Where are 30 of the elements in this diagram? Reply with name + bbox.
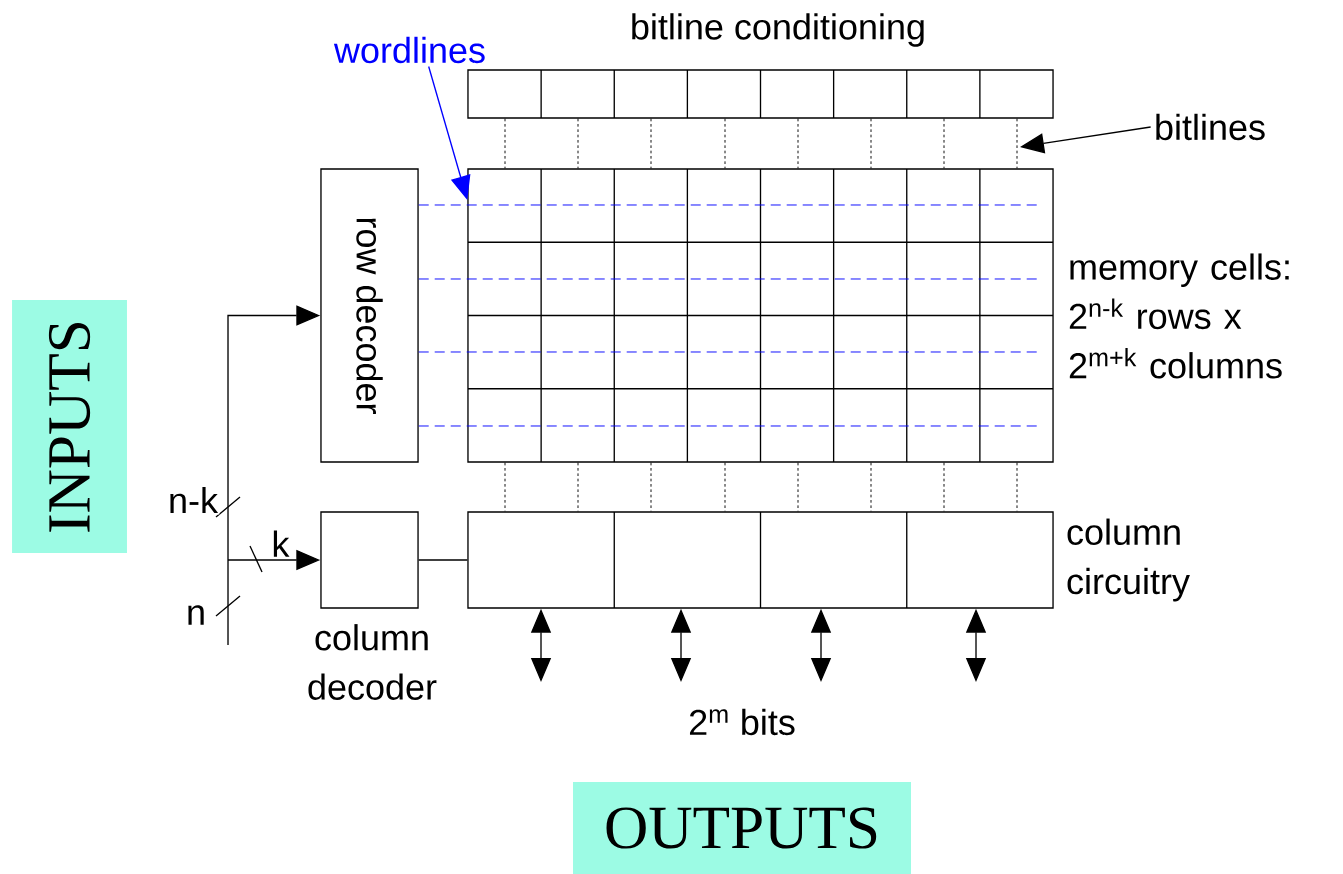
box-label: column circuitry	[1067, 518, 1190, 602]
dashed-line	[724, 118, 726, 169]
callout-text: wordlines	[333, 36, 485, 64]
dashed-line	[870, 118, 872, 169]
callout-text: bitlines	[1156, 113, 1265, 141]
bits-label: 2$^{m}$ bits	[689, 708, 795, 736]
dashed-line	[797, 118, 799, 169]
dashed-line	[504, 462, 506, 512]
dashed-line	[870, 462, 872, 512]
decoder-box: row decoder	[320, 168, 419, 463]
dashed-line	[1016, 118, 1018, 169]
inputs-band: INPUTS	[12, 299, 127, 554]
outputs-band: OUTPUTS	[573, 782, 911, 874]
dashed-line	[577, 118, 579, 169]
dashed-line	[943, 462, 945, 512]
connector-line	[418, 559, 468, 561]
edge-label: n-k	[166, 485, 220, 515]
array-label: memory cells: 2$^{n-k}$ rows x 2$^{m+k}$ columns	[1069, 253, 1289, 379]
box-label: bitline conditioning	[632, 13, 924, 47]
dashed-line	[504, 118, 506, 169]
dashed-line	[1016, 462, 1018, 512]
dashed-line	[650, 118, 652, 169]
box-label: column decoder	[308, 624, 437, 700]
edge-label: k	[270, 529, 291, 558]
bus-label: n	[188, 605, 204, 625]
dashed-line	[724, 462, 726, 512]
dashed-line	[650, 462, 652, 512]
dashed-line	[943, 118, 945, 169]
dashed-line	[797, 462, 799, 512]
dashed-line	[577, 462, 579, 512]
